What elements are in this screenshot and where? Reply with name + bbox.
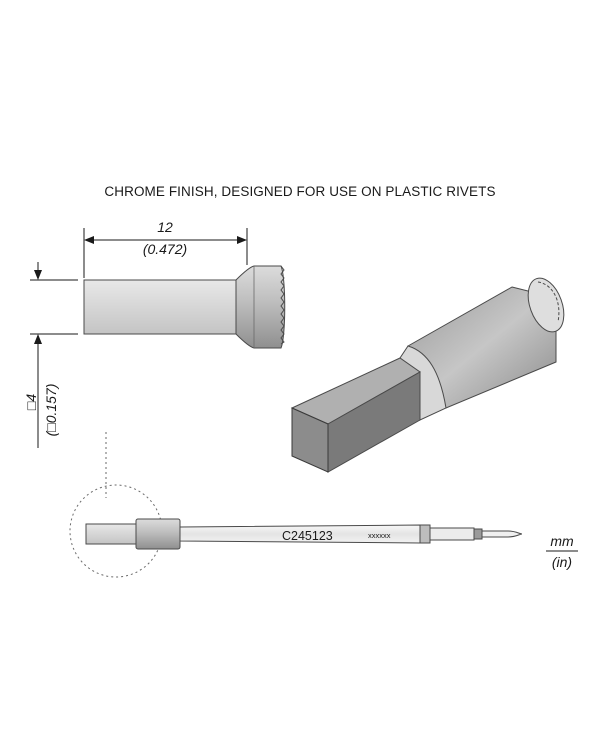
blade: [83, 279, 237, 335]
unit-primary: mm: [550, 533, 574, 549]
units-legend: mm (in): [546, 533, 578, 570]
tip-side-view: [83, 265, 286, 349]
length-dimension: 12 (0.472): [83, 219, 248, 278]
batch-code: xxxxxx: [368, 531, 391, 540]
cylinder-break: [537, 281, 560, 323]
break-line: [280, 265, 285, 345]
length-in-label: (0.472): [143, 241, 187, 257]
tip-3d-view: [290, 277, 565, 473]
connector-ring: [419, 524, 431, 544]
arrowhead: [237, 236, 247, 244]
collar: [235, 265, 286, 349]
connector-band: [473, 528, 483, 540]
cartridge-blade: [85, 523, 137, 545]
width-in-label: (□0.157): [43, 384, 59, 437]
cartridge-view: C245123 xxxxxx: [69, 432, 523, 578]
cartridge-collar: [135, 518, 181, 550]
width-mm-label: □4: [23, 394, 39, 410]
arrowhead: [34, 270, 42, 280]
width-dimension: □4 (□0.157): [23, 262, 78, 448]
arrowhead: [34, 334, 42, 344]
cylinder-end: [527, 277, 565, 333]
blade-end: [291, 407, 329, 473]
part-number: C245123: [282, 529, 333, 543]
arrowhead: [84, 236, 94, 244]
connector-sleeve: [429, 527, 475, 541]
finish-note: CHROME FINISH, DESIGNED FOR USE ON PLAST…: [104, 184, 496, 199]
unit-secondary: (in): [552, 554, 572, 570]
length-mm-label: 12: [157, 219, 173, 235]
connector-pin: [481, 530, 523, 538]
